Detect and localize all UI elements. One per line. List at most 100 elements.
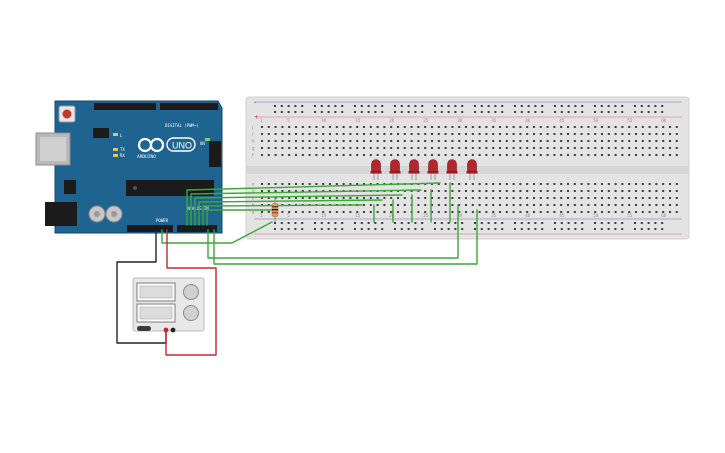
- breadboard-hole[interactable]: [580, 126, 583, 128]
- breadboard-hole[interactable]: [437, 147, 440, 149]
- breadboard-hole[interactable]: [512, 204, 515, 206]
- breadboard-hole[interactable]: [607, 211, 610, 213]
- breadboard-hole[interactable]: [573, 140, 576, 142]
- rail-hole[interactable]: [447, 111, 450, 113]
- breadboard-hole[interactable]: [553, 211, 556, 213]
- breadboard-hole[interactable]: [267, 190, 270, 192]
- breadboard-hole[interactable]: [335, 154, 338, 156]
- breadboard-hole[interactable]: [403, 133, 406, 135]
- rail-hole[interactable]: [534, 111, 537, 113]
- rail-hole[interactable]: [654, 111, 657, 113]
- rail-hole[interactable]: [274, 105, 276, 107]
- breadboard-hole[interactable]: [675, 147, 678, 149]
- breadboard-hole[interactable]: [471, 147, 474, 149]
- breadboard-hole[interactable]: [505, 147, 508, 149]
- breadboard-hole[interactable]: [533, 211, 535, 213]
- breadboard-hole[interactable]: [662, 204, 665, 206]
- rail-hole[interactable]: [334, 111, 337, 113]
- wire-signal-6[interactable]: [206, 209, 276, 226]
- rail-hole[interactable]: [461, 228, 464, 230]
- breadboard-hole[interactable]: [424, 197, 427, 199]
- breadboard-hole[interactable]: [471, 154, 474, 156]
- breadboard-hole[interactable]: [444, 133, 447, 135]
- rail-hole[interactable]: [574, 222, 577, 224]
- breadboard-hole[interactable]: [431, 140, 433, 142]
- rail-hole[interactable]: [534, 222, 537, 224]
- breadboard-hole[interactable]: [369, 140, 372, 142]
- breadboard-hole[interactable]: [539, 140, 542, 142]
- breadboard-hole[interactable]: [471, 126, 474, 128]
- breadboard-hole[interactable]: [594, 154, 597, 156]
- breadboard-hole[interactable]: [505, 140, 508, 142]
- breadboard-hole[interactable]: [335, 126, 338, 128]
- breadboard-hole[interactable]: [553, 126, 556, 128]
- breadboard-hole[interactable]: [594, 133, 597, 135]
- breadboard-hole[interactable]: [505, 204, 508, 206]
- rail-hole[interactable]: [554, 111, 556, 113]
- breadboard-hole[interactable]: [431, 154, 433, 156]
- rail-hole[interactable]: [287, 105, 290, 107]
- breadboard-hole[interactable]: [485, 204, 488, 206]
- breadboard-hole[interactable]: [417, 140, 420, 142]
- breadboard-hole[interactable]: [526, 147, 529, 149]
- breadboard-hole[interactable]: [274, 190, 277, 192]
- breadboard-hole[interactable]: [485, 154, 488, 156]
- rail-hole[interactable]: [514, 222, 516, 224]
- breadboard-hole[interactable]: [403, 140, 406, 142]
- breadboard-hole[interactable]: [356, 126, 359, 128]
- breadboard-hole[interactable]: [533, 154, 535, 156]
- rail-hole[interactable]: [407, 228, 410, 230]
- rail-hole[interactable]: [501, 105, 504, 107]
- rail-hole[interactable]: [567, 228, 570, 230]
- breadboard-hole[interactable]: [567, 133, 569, 135]
- rail-hole[interactable]: [560, 228, 563, 230]
- breadboard-hole[interactable]: [512, 154, 515, 156]
- breadboard-hole[interactable]: [539, 190, 542, 192]
- breadboard-hole[interactable]: [458, 154, 461, 156]
- rail-hole[interactable]: [440, 111, 443, 113]
- breadboard-hole[interactable]: [424, 190, 427, 192]
- breadboard-hole[interactable]: [281, 154, 284, 156]
- wires[interactable]: [116, 182, 478, 356]
- breadboard-hole[interactable]: [519, 154, 522, 156]
- breadboard-hole[interactable]: [267, 147, 270, 149]
- breadboard-hole[interactable]: [267, 211, 270, 213]
- breadboard-hole[interactable]: [329, 197, 331, 199]
- breadboard-hole[interactable]: [621, 204, 624, 206]
- rail-hole[interactable]: [294, 105, 297, 107]
- breadboard-hole[interactable]: [383, 147, 386, 149]
- breadboard-hole[interactable]: [471, 211, 474, 213]
- rail-hole[interactable]: [661, 228, 664, 230]
- rail-hole[interactable]: [394, 105, 396, 107]
- breadboard-hole[interactable]: [363, 154, 365, 156]
- breadboard-hole[interactable]: [444, 147, 447, 149]
- rail-hole[interactable]: [640, 228, 643, 230]
- rail-hole[interactable]: [527, 228, 530, 230]
- breadboard-hole[interactable]: [567, 140, 569, 142]
- breadboard-hole[interactable]: [267, 140, 270, 142]
- breadboard-hole[interactable]: [614, 183, 617, 185]
- breadboard-hole[interactable]: [383, 133, 386, 135]
- power-header[interactable]: [127, 225, 173, 232]
- breadboard-hole[interactable]: [628, 133, 631, 135]
- rail-hole[interactable]: [400, 111, 403, 113]
- breadboard-hole[interactable]: [512, 197, 515, 199]
- rail-hole[interactable]: [520, 228, 523, 230]
- breadboard-hole[interactable]: [431, 133, 433, 135]
- led-5[interactable]: [446, 159, 458, 180]
- breadboard-hole[interactable]: [471, 190, 474, 192]
- breadboard-hole[interactable]: [655, 133, 658, 135]
- breadboard-hole[interactable]: [335, 133, 338, 135]
- breadboard-hole[interactable]: [669, 204, 671, 206]
- rail-hole[interactable]: [274, 111, 276, 113]
- breadboard-hole[interactable]: [383, 154, 386, 156]
- breadboard-hole[interactable]: [437, 204, 440, 206]
- breadboard-hole[interactable]: [546, 204, 549, 206]
- breadboard-hole[interactable]: [505, 190, 508, 192]
- breadboard-hole[interactable]: [560, 204, 563, 206]
- breadboard-hole[interactable]: [322, 183, 325, 185]
- breadboard-hole[interactable]: [295, 190, 297, 192]
- breadboard-hole[interactable]: [478, 133, 481, 135]
- rail-hole[interactable]: [447, 222, 450, 224]
- breadboard-hole[interactable]: [349, 133, 352, 135]
